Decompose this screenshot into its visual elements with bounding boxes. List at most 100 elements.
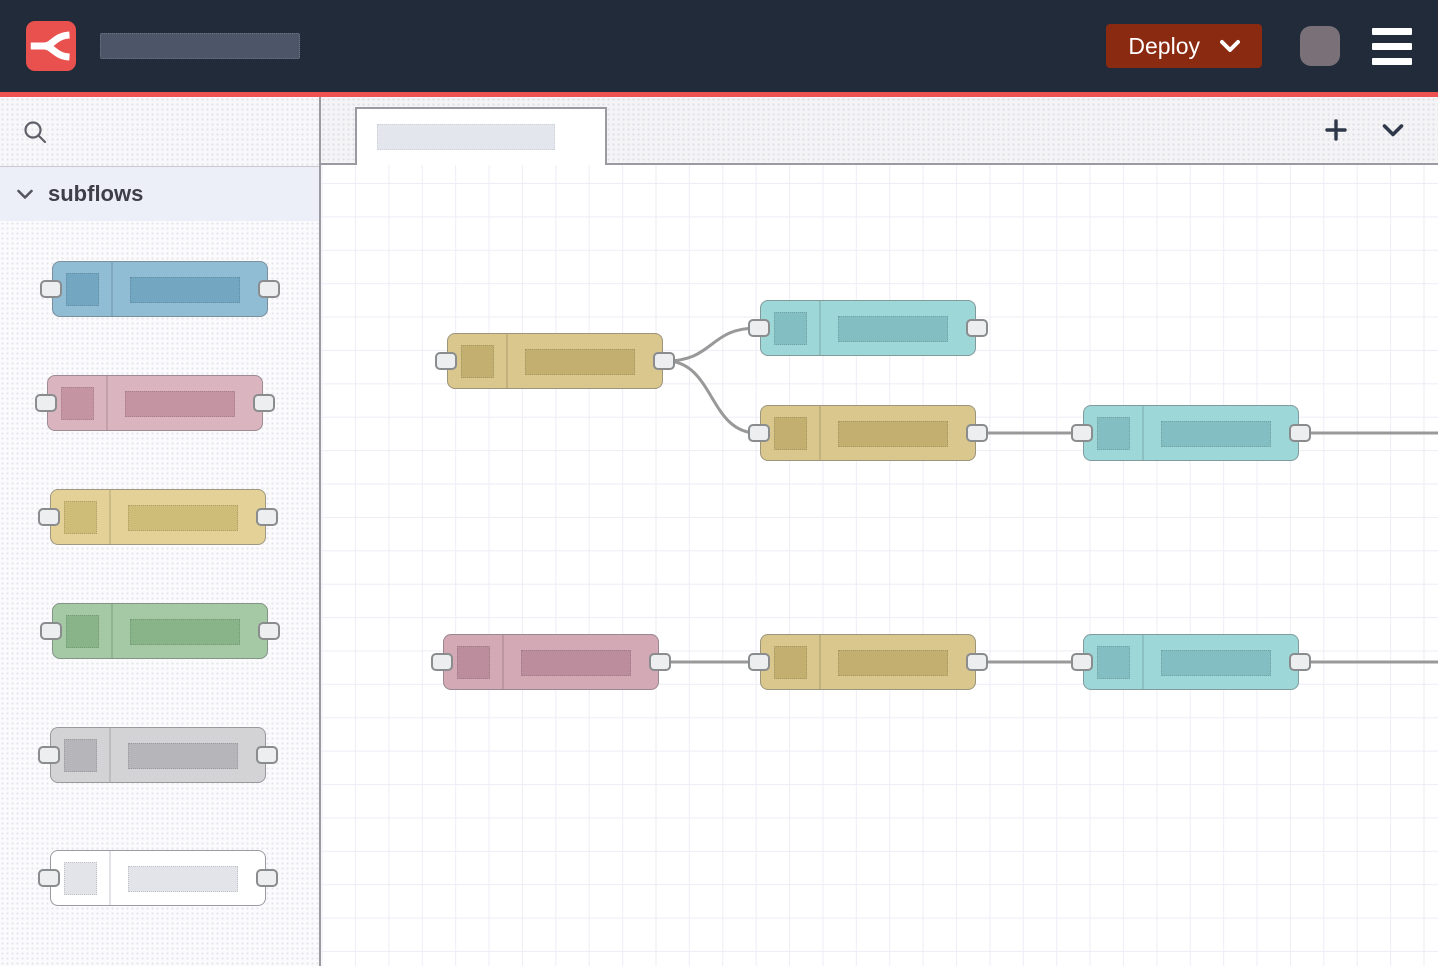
node-label-placeholder bbox=[838, 421, 948, 447]
node-input-port[interactable] bbox=[748, 319, 770, 337]
node-icon-separator bbox=[106, 376, 108, 430]
node-icon-placeholder bbox=[66, 615, 99, 648]
node-label-placeholder bbox=[128, 743, 238, 769]
chevron-down-icon bbox=[17, 189, 33, 200]
subflow-node-pink[interactable] bbox=[47, 375, 263, 431]
node-icon-placeholder bbox=[774, 417, 807, 450]
node-icon-placeholder bbox=[1097, 417, 1130, 450]
flow-node-pink[interactable] bbox=[443, 634, 659, 690]
node-input-port[interactable] bbox=[1071, 653, 1093, 671]
workspace bbox=[321, 97, 1438, 966]
node-input-port[interactable] bbox=[40, 280, 62, 298]
node-label-placeholder bbox=[128, 505, 238, 531]
node-icon-separator bbox=[819, 301, 821, 355]
subflow-node-green[interactable] bbox=[52, 603, 268, 659]
wire[interactable] bbox=[666, 328, 757, 361]
node-label-placeholder bbox=[521, 650, 631, 676]
node-label-placeholder bbox=[525, 349, 635, 375]
node-input-port[interactable] bbox=[748, 424, 770, 442]
tab-actions bbox=[1320, 97, 1408, 163]
node-input-port[interactable] bbox=[1071, 424, 1093, 442]
node-input-port[interactable] bbox=[38, 746, 60, 764]
node-output-port[interactable] bbox=[1289, 653, 1311, 671]
flow-tab[interactable] bbox=[355, 107, 607, 165]
flow-canvas[interactable] bbox=[321, 165, 1438, 966]
node-label-placeholder bbox=[1161, 650, 1271, 676]
node-icon-separator bbox=[506, 334, 508, 388]
node-output-port[interactable] bbox=[966, 653, 988, 671]
node-output-port[interactable] bbox=[649, 653, 671, 671]
wire[interactable] bbox=[666, 361, 757, 433]
flow-tab-label-placeholder bbox=[377, 124, 555, 150]
node-output-port[interactable] bbox=[256, 508, 278, 526]
node-input-port[interactable] bbox=[748, 653, 770, 671]
node-icon-separator bbox=[111, 604, 113, 658]
node-red-logo-icon bbox=[26, 21, 76, 71]
node-output-port[interactable] bbox=[653, 352, 675, 370]
flow-node-yellow[interactable] bbox=[447, 333, 663, 389]
palette-section-label: subflows bbox=[48, 181, 143, 207]
node-icon-placeholder bbox=[66, 273, 99, 306]
node-icon-separator bbox=[111, 262, 113, 316]
header-title-placeholder bbox=[100, 33, 300, 59]
palette-search[interactable] bbox=[0, 97, 319, 167]
chevron-down-icon bbox=[1382, 123, 1404, 138]
flow-node-cyan[interactable] bbox=[1083, 405, 1299, 461]
node-icon-placeholder bbox=[64, 862, 97, 895]
subflow-node-white[interactable] bbox=[50, 850, 266, 906]
node-output-port[interactable] bbox=[966, 319, 988, 337]
node-icon-placeholder bbox=[457, 646, 490, 679]
node-label-placeholder bbox=[125, 391, 235, 417]
flow-node-cyan[interactable] bbox=[760, 300, 976, 356]
flow-list-button[interactable] bbox=[1378, 119, 1408, 142]
node-icon-placeholder bbox=[774, 646, 807, 679]
node-label-placeholder bbox=[1161, 421, 1271, 447]
flow-node-yellow[interactable] bbox=[760, 634, 976, 690]
node-output-port[interactable] bbox=[258, 280, 280, 298]
node-output-port[interactable] bbox=[256, 746, 278, 764]
node-input-port[interactable] bbox=[435, 352, 457, 370]
node-label-placeholder bbox=[128, 866, 238, 892]
deploy-button-label: Deploy bbox=[1128, 33, 1200, 60]
hamburger-menu-icon[interactable] bbox=[1372, 28, 1412, 65]
subflow-node-gray[interactable] bbox=[50, 727, 266, 783]
header-actions: Deploy bbox=[1106, 24, 1412, 68]
subflow-node-blue[interactable] bbox=[52, 261, 268, 317]
search-icon bbox=[22, 119, 48, 145]
node-icon-placeholder bbox=[774, 312, 807, 345]
main-layout: subflows bbox=[0, 97, 1438, 966]
node-icon-separator bbox=[502, 635, 504, 689]
palette-node-list bbox=[0, 221, 319, 966]
node-icon-placeholder bbox=[64, 739, 97, 772]
chevron-down-icon bbox=[1220, 39, 1240, 53]
node-input-port[interactable] bbox=[38, 508, 60, 526]
node-icon-placeholder bbox=[1097, 646, 1130, 679]
node-icon-separator bbox=[819, 635, 821, 689]
node-icon-separator bbox=[109, 728, 111, 782]
node-input-port[interactable] bbox=[38, 869, 60, 887]
subflow-node-yellow[interactable] bbox=[50, 489, 266, 545]
node-output-port[interactable] bbox=[258, 622, 280, 640]
node-output-port[interactable] bbox=[966, 424, 988, 442]
node-output-port[interactable] bbox=[256, 869, 278, 887]
node-output-port[interactable] bbox=[253, 394, 275, 412]
node-input-port[interactable] bbox=[40, 622, 62, 640]
node-output-port[interactable] bbox=[1289, 424, 1311, 442]
flow-node-yellow[interactable] bbox=[760, 405, 976, 461]
palette-sidebar: subflows bbox=[0, 97, 321, 966]
palette-section-subflows[interactable]: subflows bbox=[0, 167, 319, 221]
node-input-port[interactable] bbox=[431, 653, 453, 671]
node-label-placeholder bbox=[130, 619, 240, 645]
user-avatar[interactable] bbox=[1300, 26, 1340, 66]
workspace-tab-bar bbox=[321, 97, 1438, 165]
add-flow-button[interactable] bbox=[1320, 114, 1352, 146]
node-icon-separator bbox=[109, 490, 111, 544]
node-input-port[interactable] bbox=[35, 394, 57, 412]
deploy-button[interactable]: Deploy bbox=[1106, 24, 1262, 68]
node-label-placeholder bbox=[838, 316, 948, 342]
node-icon-placeholder bbox=[461, 345, 494, 378]
flow-node-cyan[interactable] bbox=[1083, 634, 1299, 690]
node-label-placeholder bbox=[130, 277, 240, 303]
node-icon-separator bbox=[1142, 635, 1144, 689]
